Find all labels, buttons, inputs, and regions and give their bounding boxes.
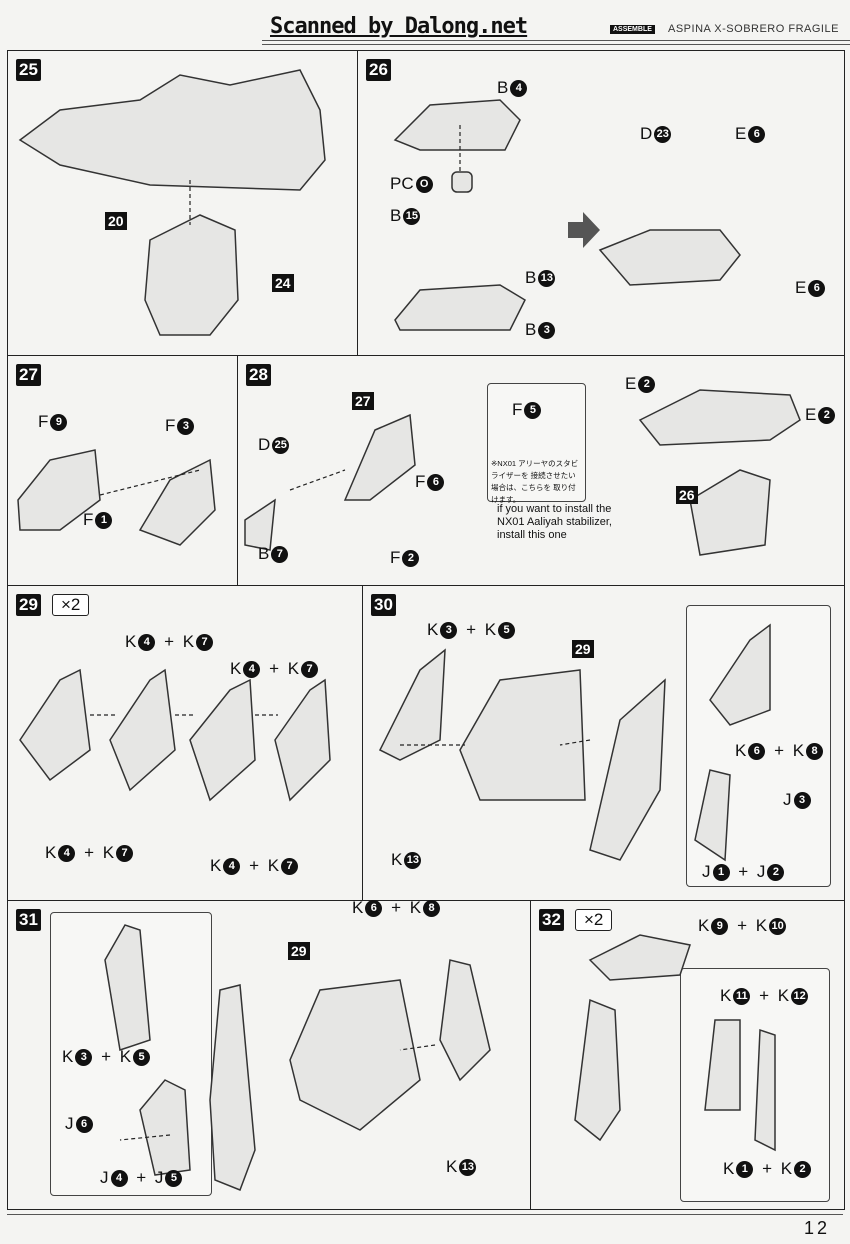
part-ref-29: 29 — [572, 640, 594, 658]
japanese-note: ※NX01 アリーヤのスタビライザーを 接続させたい場合は、こちらを 取り付けま… — [491, 459, 579, 504]
english-translation-note: if you want to install the NX01 Aaliyah … — [497, 503, 612, 541]
step-number: 31 — [16, 909, 41, 931]
step-number: 28 — [246, 364, 271, 386]
header-rule — [262, 40, 850, 41]
kit-title: ASPINA X-SOBRERO FRAGILE — [668, 23, 839, 35]
step-27-panel: 27 — [7, 355, 238, 586]
step-25-panel: 25 — [7, 50, 358, 356]
part-ref-26: 26 — [676, 486, 698, 504]
scanner-watermark: Scanned by Dalong.net — [270, 14, 528, 39]
part-ref-20: 20 — [105, 212, 127, 230]
footer-rule — [7, 1214, 843, 1215]
step-number: 30 — [371, 594, 396, 616]
step-31-panel: 31 — [7, 900, 531, 1210]
part-ref-27: 27 — [352, 392, 374, 410]
part-ref-24: 24 — [272, 274, 294, 292]
multiplier-badge: ×2 — [575, 909, 613, 931]
step-number: 27 — [16, 364, 41, 386]
part-ref-29: 29 — [288, 942, 310, 960]
step-number: 29 — [16, 594, 41, 616]
header-rule — [262, 44, 850, 45]
step-26-panel: 26 — [357, 50, 845, 356]
step-number: 25 — [16, 59, 41, 81]
step-number: 26 — [366, 59, 391, 81]
step-32-panel: 32 ×2 — [530, 900, 845, 1210]
step-number: 32 — [539, 909, 564, 931]
multiplier-badge: ×2 — [52, 594, 90, 616]
page-number: 12 — [803, 1218, 830, 1238]
assemble-badge: ASSEMBLE — [610, 25, 655, 34]
